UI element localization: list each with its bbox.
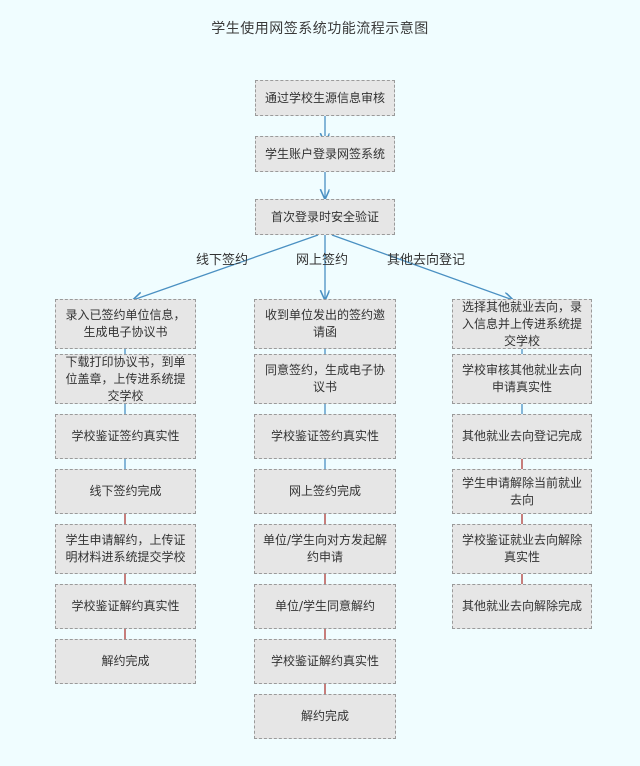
branch-label-other: 其他去向登记	[387, 253, 466, 268]
node-label: 学生账户登录网签系统	[264, 146, 385, 161]
node-l2[interactable]: 下载打印协议书，到单位盖章，上传进系统提交学校	[55, 354, 196, 404]
node-label: 其他就业去向解除完成	[461, 599, 582, 613]
node-r2[interactable]: 学校审核其他就业去向申请真实性	[452, 354, 592, 404]
node-label: 通过学校生源信息审核	[264, 90, 385, 105]
node-m5[interactable]: 单位/学生向对方发起解约申请	[254, 524, 396, 574]
node-label: 首次登录时安全验证	[270, 209, 379, 224]
node-m3[interactable]: 学校鉴证签约真实性	[254, 414, 396, 459]
node-label: 解约完成	[101, 654, 150, 668]
branch-label-offline: 线下签约	[196, 253, 249, 268]
node-m4[interactable]: 网上签约完成	[254, 469, 396, 514]
node-label: 其他就业去向登记完成	[461, 429, 582, 443]
node-l4[interactable]: 线下签约完成	[55, 469, 196, 514]
page-title: 学生使用网签系统功能流程示意图	[211, 21, 429, 37]
node-r1[interactable]: 选择其他就业去向，录入信息并上传进系统提交学校	[452, 299, 592, 349]
node-label: 下载打印协议书，到单位盖章，上传进系统提交学校	[65, 354, 186, 403]
node-label: 学校鉴证签约真实性	[270, 429, 379, 443]
node-m8[interactable]: 解约完成	[254, 694, 396, 739]
node-label: 学校鉴证就业去向解除真实性	[461, 533, 582, 564]
node-label: 录入已签约单位信息，生成电子协议书	[65, 308, 186, 339]
node-label: 学校鉴证解约真实性	[270, 654, 379, 668]
node-m7[interactable]: 学校鉴证解约真实性	[254, 639, 396, 684]
node-m2[interactable]: 同意签约，生成电子协议书	[254, 354, 396, 404]
node-m6[interactable]: 单位/学生同意解约	[254, 584, 396, 629]
node-l5[interactable]: 学生申请解约，上传证明材料进系统提交学校	[55, 524, 196, 574]
node-r6[interactable]: 其他就业去向解除完成	[452, 584, 592, 629]
branch-label-online: 网上签约	[296, 253, 349, 268]
node-t3[interactable]: 首次登录时安全验证	[255, 199, 395, 235]
node-r3[interactable]: 其他就业去向登记完成	[452, 414, 592, 459]
node-label: 学校鉴证签约真实性	[71, 429, 180, 443]
node-r4[interactable]: 学生申请解除当前就业去向	[452, 469, 592, 514]
node-t2[interactable]: 学生账户登录网签系统	[255, 136, 395, 172]
node-label: 学生申请解约，上传证明材料进系统提交学校	[65, 533, 186, 564]
node-l1[interactable]: 录入已签约单位信息，生成电子协议书	[55, 299, 196, 349]
node-label: 解约完成	[300, 709, 349, 723]
node-label: 线下签约完成	[89, 484, 162, 498]
node-l3[interactable]: 学校鉴证签约真实性	[55, 414, 196, 459]
node-label: 单位/学生向对方发起解约申请	[262, 533, 388, 564]
node-l7[interactable]: 解约完成	[55, 639, 196, 684]
node-label: 同意签约，生成电子协议书	[264, 363, 385, 394]
node-l6[interactable]: 学校鉴证解约真实性	[55, 584, 196, 629]
node-label: 收到单位发出的签约邀请函	[264, 308, 385, 339]
node-label: 学校审核其他就业去向申请真实性	[461, 363, 582, 394]
node-label: 网上签约完成	[288, 484, 361, 498]
node-m1[interactable]: 收到单位发出的签约邀请函	[254, 299, 396, 349]
node-r5[interactable]: 学校鉴证就业去向解除真实性	[452, 524, 592, 574]
node-label: 单位/学生同意解约	[274, 599, 376, 613]
node-label: 选择其他就业去向，录入信息并上传进系统提交学校	[461, 299, 582, 348]
node-label: 学生申请解除当前就业去向	[461, 475, 582, 507]
node-label: 学校鉴证解约真实性	[71, 599, 180, 613]
node-t1[interactable]: 通过学校生源信息审核	[255, 80, 395, 116]
